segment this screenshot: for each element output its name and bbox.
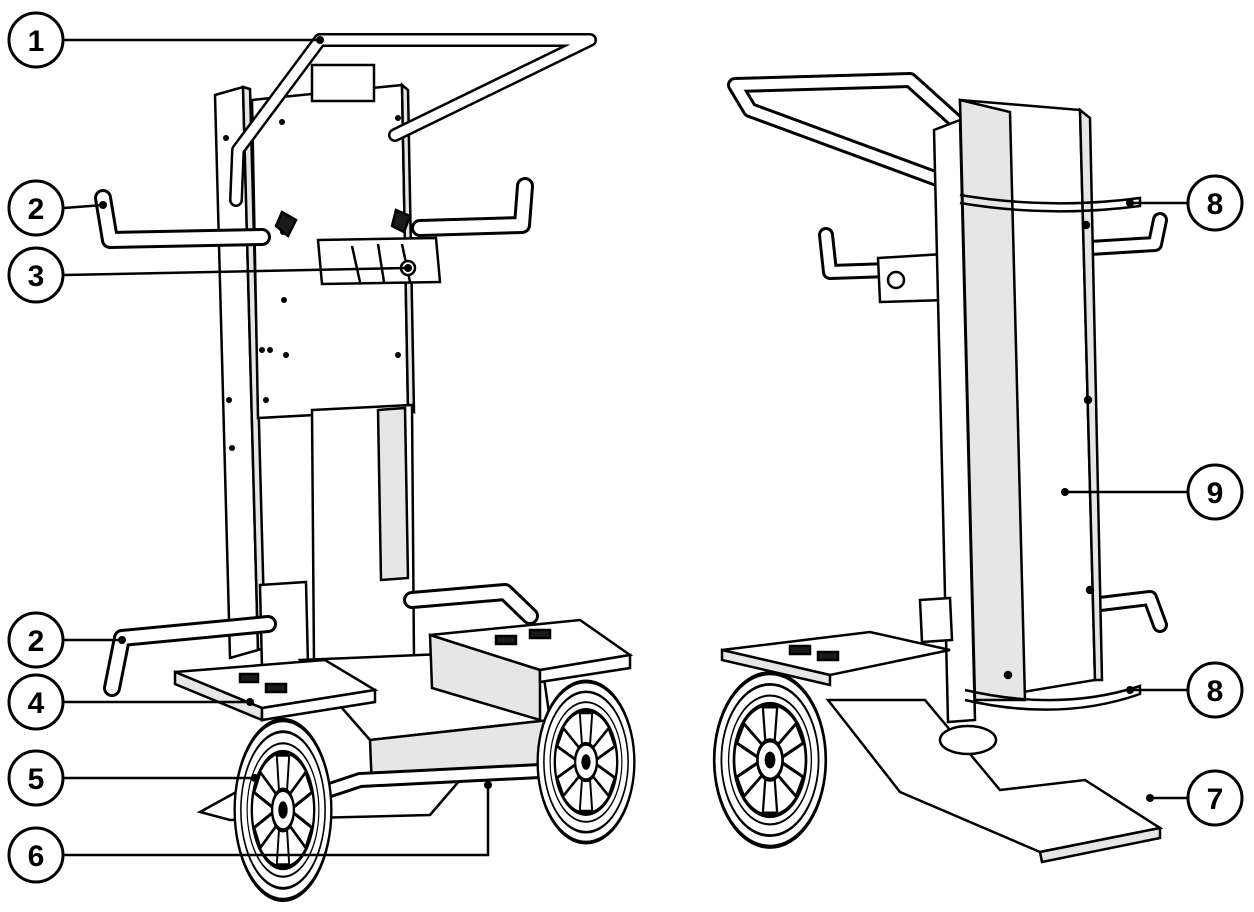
callout-label: 7 [1207, 783, 1224, 816]
right-cart-rails [918, 118, 977, 724]
callout-6: 6 [7, 826, 65, 884]
upper-hooks [94, 177, 534, 249]
callout-label: 2 [28, 193, 45, 226]
callout-2-upper: 2 [7, 179, 65, 237]
callout-1: 1 [7, 11, 65, 69]
left-platforms [173, 618, 634, 722]
right-cart-wheel [714, 673, 826, 847]
callout-5: 5 [7, 749, 65, 807]
callout-label: 9 [1207, 477, 1224, 510]
callout-label: 2 [28, 625, 45, 658]
callout-8-lower: 8 [1186, 661, 1244, 719]
panel-screws [223, 115, 401, 451]
cylinder-panel [958, 98, 1104, 702]
callout-label: 8 [1207, 675, 1224, 708]
cylinder-base-plate [825, 698, 1164, 864]
leader-lines [63, 38, 1190, 857]
callout-7: 7 [1186, 769, 1244, 827]
right-platform [720, 630, 951, 687]
callout-label: 8 [1207, 188, 1224, 221]
callout-8-upper: 8 [1186, 174, 1244, 232]
callout-label: 5 [28, 763, 45, 796]
callout-9: 9 [1186, 463, 1244, 521]
callout-label: 3 [28, 260, 45, 293]
torch-holder [274, 208, 442, 286]
left-cart-wheel-front [235, 720, 332, 900]
callout-2-lower: 2 [7, 611, 65, 669]
callout-label: 6 [28, 840, 45, 873]
right-cart [714, 72, 1168, 864]
left-cart [94, 33, 637, 900]
callout-label: 1 [28, 25, 45, 58]
callout-4: 4 [7, 673, 65, 731]
right-torch-holder [876, 252, 948, 304]
leader-dots [99, 36, 1154, 802]
callout-label: 4 [28, 687, 45, 720]
left-cart-wheel-rear [535, 679, 637, 845]
callout-3: 3 [7, 246, 65, 304]
left-cart-frame [213, 63, 416, 670]
